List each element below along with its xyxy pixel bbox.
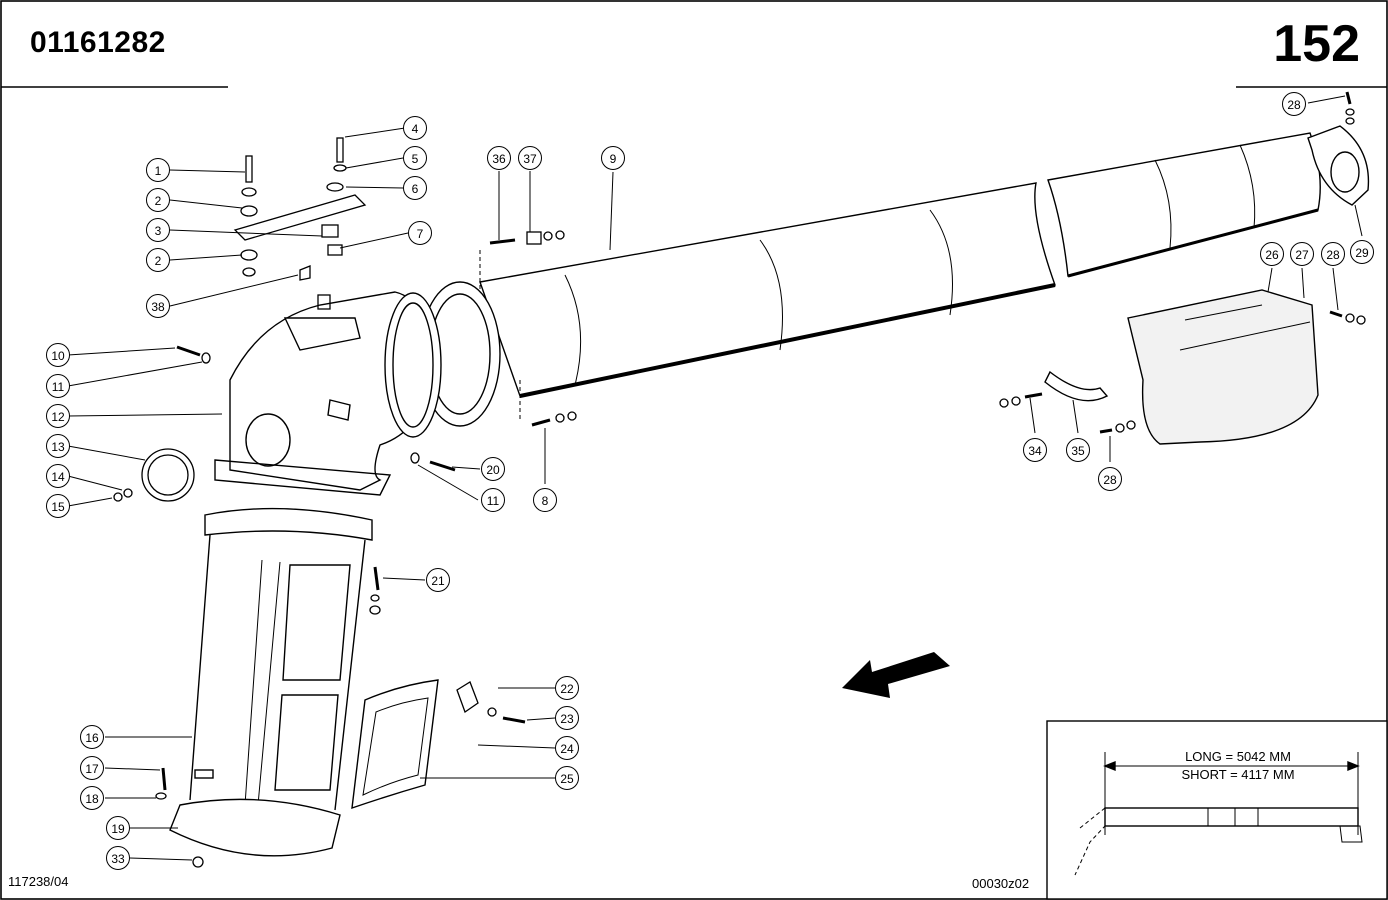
page-number: 152	[1273, 15, 1360, 73]
callout-15[interactable]: 15	[46, 494, 70, 518]
callout-3[interactable]: 3	[146, 218, 170, 242]
callout-7[interactable]: 7	[408, 221, 432, 245]
direction-arrow	[842, 652, 950, 698]
callout-22[interactable]: 22	[555, 676, 579, 700]
callout-6[interactable]: 6	[403, 176, 427, 200]
callout-21[interactable]: 21	[426, 568, 450, 592]
callout-1[interactable]: 1	[146, 158, 170, 182]
hardware-misc	[113, 91, 1366, 868]
document-number: 01161282	[30, 26, 166, 59]
shield-26	[1127, 289, 1319, 445]
elbow-bend	[214, 291, 442, 496]
callout-20[interactable]: 20	[481, 457, 505, 481]
callout-8[interactable]: 8	[533, 488, 557, 512]
callout-27[interactable]: 27	[1290, 242, 1314, 266]
inset-long-label: LONG = 5042 MM	[1185, 749, 1291, 764]
callout-14[interactable]: 14	[46, 464, 70, 488]
callout-24[interactable]: 24	[555, 736, 579, 760]
vertical-spout	[169, 507, 373, 857]
callout-35[interactable]: 35	[1066, 438, 1090, 462]
callout-16[interactable]: 16	[80, 725, 104, 749]
callout-25[interactable]: 25	[555, 766, 579, 790]
callout-13[interactable]: 13	[46, 434, 70, 458]
callout-28[interactable]: 28	[1282, 92, 1306, 116]
leader-lines	[67, 95, 1363, 861]
callout-10[interactable]: 10	[46, 343, 70, 367]
callout-19[interactable]: 19	[106, 816, 130, 840]
callout-34[interactable]: 34	[1023, 438, 1047, 462]
callout-38[interactable]: 38	[146, 294, 170, 318]
callout-18[interactable]: 18	[80, 786, 104, 810]
callout-28[interactable]: 28	[1321, 242, 1345, 266]
callout-2[interactable]: 2	[146, 248, 170, 272]
callout-17[interactable]: 17	[80, 756, 104, 780]
callout-29[interactable]: 29	[1350, 240, 1374, 264]
cover-plate-25	[351, 679, 439, 810]
callout-4[interactable]: 4	[403, 116, 427, 140]
image-code: 00030z02	[972, 876, 1030, 891]
callout-12[interactable]: 12	[46, 404, 70, 428]
long-auger-tube	[419, 125, 1370, 427]
callout-28[interactable]: 28	[1098, 467, 1122, 491]
callout-9[interactable]: 9	[601, 146, 625, 170]
inset-short-label: SHORT = 4117 MM	[1181, 767, 1295, 782]
callout-2[interactable]: 2	[146, 188, 170, 212]
strap-35	[1044, 370, 1109, 402]
callout-11[interactable]: 11	[481, 488, 505, 512]
callout-26[interactable]: 26	[1260, 242, 1284, 266]
hardware-top	[233, 137, 367, 310]
callout-5[interactable]: 5	[403, 146, 427, 170]
callout-33[interactable]: 33	[106, 846, 130, 870]
drawing-reference: 117238/04	[8, 874, 69, 889]
callout-11[interactable]: 11	[46, 374, 70, 398]
callout-23[interactable]: 23	[555, 706, 579, 730]
callout-37[interactable]: 37	[518, 146, 542, 170]
length-inset	[1046, 720, 1388, 900]
callout-36[interactable]: 36	[487, 146, 511, 170]
